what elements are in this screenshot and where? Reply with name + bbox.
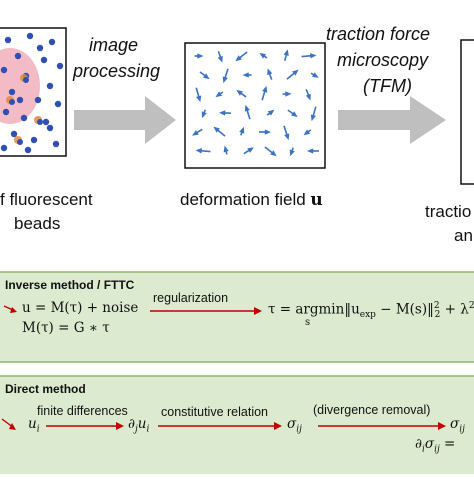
sigma-sub: ij <box>296 425 302 435</box>
inverse-header: Inverse method / FTTC <box>5 279 134 291</box>
bead-dot <box>55 101 61 107</box>
result-body2: − M(s)‖ <box>376 302 434 318</box>
bead-dot <box>1 67 7 73</box>
bead-dot <box>43 119 49 125</box>
direct-sigma: σij <box>287 418 302 435</box>
bead-dot <box>17 139 23 145</box>
bead-dot <box>3 109 9 115</box>
beads-label-line2: beads <box>14 215 60 232</box>
direct-header: Direct method <box>5 383 86 395</box>
u-symbol: u <box>28 416 37 432</box>
bead-dot <box>9 99 15 105</box>
traction-label-1: tractio <box>425 203 471 220</box>
result-tail: + λ <box>440 302 468 318</box>
bead-dot <box>23 77 29 83</box>
tfm-label-1: traction force <box>326 25 430 43</box>
u-sub: i <box>37 425 40 435</box>
finite-differences-label: finite differences <box>37 405 128 418</box>
sigma-symbol: σ <box>287 416 296 432</box>
gray-arrow-1 <box>74 96 176 144</box>
bead-dot <box>15 53 21 59</box>
div-symbol: ∂ <box>415 436 422 452</box>
bead-dot <box>49 39 55 45</box>
result-body: ‖u <box>344 302 359 318</box>
deformation-field-label: deformation field u <box>180 191 323 209</box>
inverse-result: τ = argmin‖uexp − M(s)‖22 + λ2 <box>268 302 474 320</box>
bead-dot <box>21 115 27 121</box>
result-exp: exp <box>360 310 376 320</box>
direct-u-i: ui <box>28 418 40 435</box>
image-processing-label-1: image <box>89 36 138 54</box>
gray-arrow-2 <box>338 96 446 144</box>
traction-image <box>461 40 474 184</box>
bead-dot <box>27 33 33 39</box>
bead-dot <box>1 145 7 151</box>
bead-dot <box>47 125 53 131</box>
inverse-eq2: M(τ) = G ∗ τ <box>22 322 110 336</box>
grad-u-sub: i <box>146 425 149 435</box>
bead-dot <box>53 141 59 147</box>
direct-div: ∂iσij = <box>415 438 455 455</box>
result-argmin-sub: s <box>305 318 310 328</box>
bead-dot <box>37 45 43 51</box>
div-sigma: σ <box>425 436 434 452</box>
bead-dot <box>37 119 43 125</box>
bead-dot <box>35 97 41 103</box>
divergence-label: (divergence removal) <box>313 404 430 417</box>
bead-dot <box>9 89 15 95</box>
deformation-field-image <box>185 43 325 168</box>
beads-label-line1: f fluorescent <box>0 191 93 208</box>
regularization-label: regularization <box>153 292 228 305</box>
direct-sigma2: σij <box>450 418 465 435</box>
traction-label-2: an <box>454 227 473 244</box>
div-eq: = <box>440 436 456 452</box>
grad-symbol: ∂ <box>128 416 135 432</box>
bead-dot <box>25 147 31 153</box>
result-lhs: τ = argmin <box>268 302 344 318</box>
sigma2-symbol: σ <box>450 416 459 432</box>
bead-dot <box>57 63 63 69</box>
bead-dot <box>5 37 11 43</box>
constitutive-label: constitutive relation <box>161 406 268 419</box>
image-processing-label-2: processing <box>73 62 160 80</box>
bead-dot <box>47 83 53 89</box>
direct-grad: ∂jui <box>128 418 149 435</box>
bead-dot <box>31 137 37 143</box>
sigma2-sub: ij <box>459 425 465 435</box>
inverse-eq1: u = M(τ) + noise <box>22 302 138 316</box>
result-sup2: 2 <box>469 301 474 311</box>
bead-dot <box>41 57 47 63</box>
tfm-label-3: (TFM) <box>363 77 412 95</box>
deformation-field-text: deformation field <box>180 190 310 209</box>
deformation-symbol: u <box>310 190 322 210</box>
bead-dot <box>17 97 23 103</box>
tfm-label-2: microscopy <box>337 51 428 69</box>
bead-dot <box>11 131 17 137</box>
bead-image <box>0 28 66 156</box>
